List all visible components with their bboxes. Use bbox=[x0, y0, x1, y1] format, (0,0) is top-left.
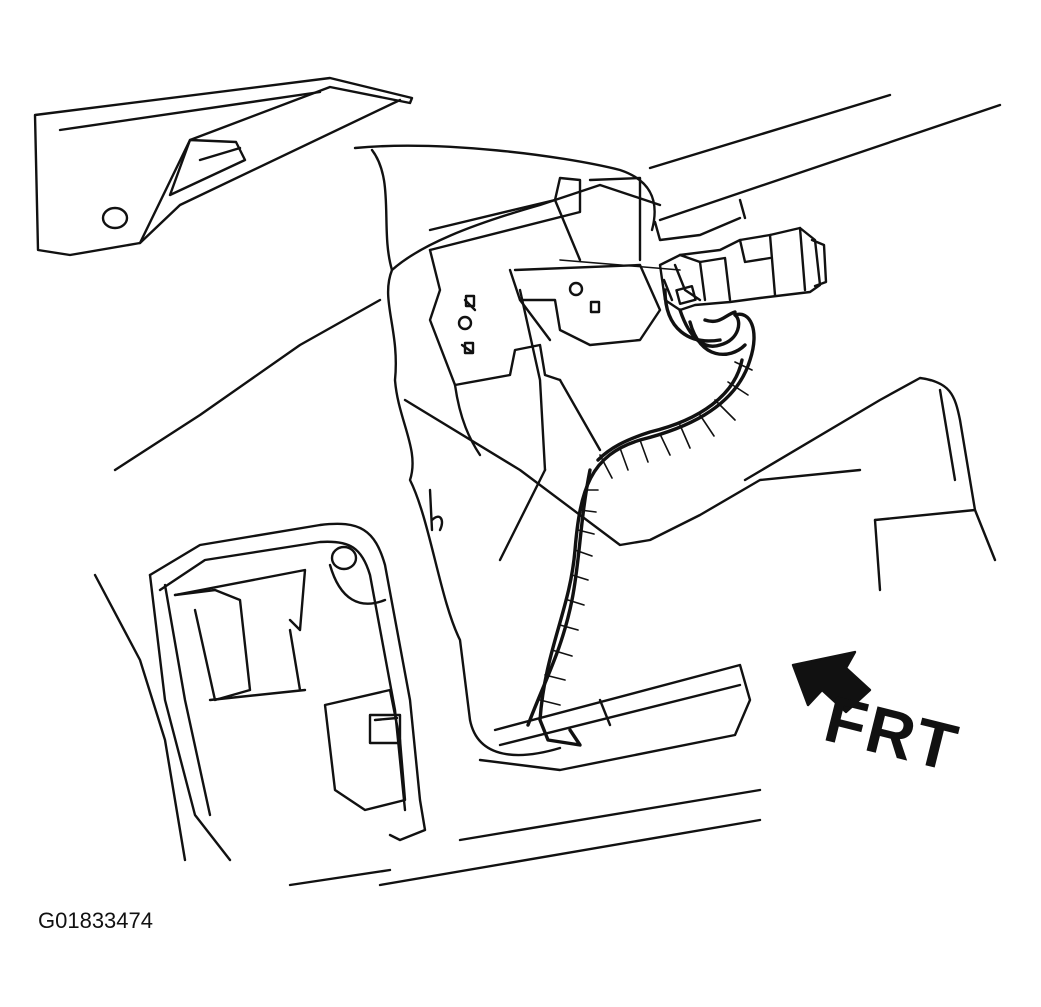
sill-panel bbox=[288, 663, 762, 887]
side-panel bbox=[743, 376, 997, 592]
electrical-connector bbox=[658, 226, 828, 312]
figure-id: G01833474 bbox=[38, 908, 153, 933]
arrow-up-left-icon bbox=[791, 650, 872, 714]
wiring-harness bbox=[526, 288, 756, 747]
lower-opening bbox=[148, 522, 427, 862]
upper-trim-panel bbox=[33, 76, 414, 257]
upper-body-panel bbox=[648, 93, 1002, 242]
body-contour-lines bbox=[93, 298, 862, 862]
